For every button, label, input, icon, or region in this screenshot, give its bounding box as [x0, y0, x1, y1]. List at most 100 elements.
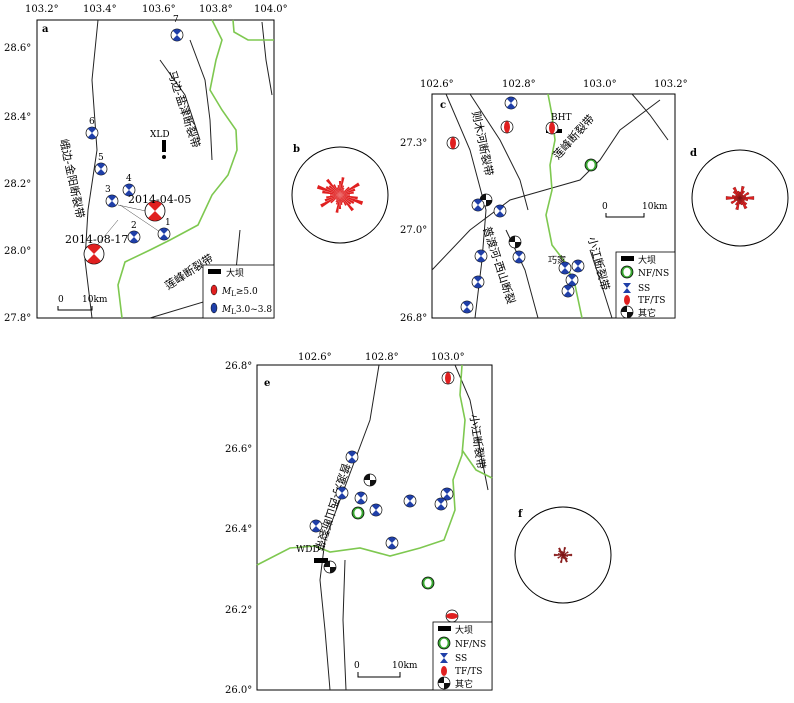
panel-e-tf-2	[445, 609, 459, 623]
panel-c-legend-tf-symbol	[624, 295, 630, 305]
panel-a-legend-m-2: M	[221, 305, 232, 315]
panel-f-circle	[514, 506, 612, 604]
panel-e-legend-ss-symbol	[440, 653, 448, 663]
panel-b-petal	[340, 187, 345, 195]
panel-b-petal	[322, 190, 340, 195]
panel-a-fault-2	[159, 59, 201, 141]
panel-a-date-1: 2014-04-05	[128, 193, 191, 206]
panel-c-fault-label-zemuhe: 则木河断裂带	[469, 110, 496, 177]
panel-a-num-1: 1	[165, 218, 171, 228]
panel-c-ss-10	[565, 273, 579, 287]
panel-e-scale-bar	[357, 672, 401, 678]
panel-c-ss-3	[493, 204, 507, 218]
panel-e-river-1	[256, 364, 466, 566]
panel-c-fault-2	[469, 93, 529, 211]
panel-e-dam-marker	[314, 558, 328, 563]
panel-b-petals	[316, 177, 364, 213]
panel-b-petal	[340, 195, 355, 205]
panel-c-legend-ss: SS	[638, 284, 650, 294]
panel-b-label: b	[293, 144, 300, 155]
panel-a-scale-label: 10km	[82, 295, 108, 305]
panel-c-ss-8	[558, 261, 572, 275]
panel-a-event-6	[85, 126, 99, 140]
panel-c-legend-nf: NF/NS	[638, 269, 669, 279]
panel-e-ot-1	[363, 473, 377, 487]
panel-e-ot-2	[323, 560, 337, 574]
panel-c-fault-3	[431, 99, 661, 271]
panel-c-scale-label: 10km	[642, 202, 668, 212]
panel-c-tf-1	[500, 120, 514, 134]
panel-d-rose: d	[690, 148, 789, 247]
panel-b-petal	[340, 186, 350, 195]
panel-c-tf-2	[446, 136, 460, 150]
panel-b-petal	[324, 195, 340, 202]
panel-a-legend-large-symbol	[210, 284, 218, 296]
panel-a-river-2	[232, 19, 274, 41]
panel-a-frame	[36, 19, 275, 319]
panel-f-petals	[553, 546, 573, 564]
panel-a-station-dot	[162, 155, 166, 159]
panel-e-ss-1	[345, 450, 359, 464]
panel-a-ytick-2: 28.2°	[4, 179, 31, 190]
panel-b-petal	[340, 195, 364, 205]
panel-a-legend-small-symbol	[210, 302, 218, 314]
panel-b-petal	[335, 195, 340, 205]
panel-c-nf-1	[584, 158, 598, 172]
panel-b-petal	[340, 195, 347, 206]
panel-c-ss-4	[512, 250, 526, 264]
panel-c-frame	[431, 93, 676, 319]
panel-a-legend-dam: 大坝	[226, 267, 244, 279]
panel-a-legend-small-value: 3.0~3.8	[236, 305, 272, 315]
panel-a-num-6: 6	[89, 117, 95, 127]
panel-c-legend-ot-symbol	[620, 305, 634, 319]
panel-a: a 103.2° 103.4° 103.6° 103.8° 104.0° 28.…	[4, 4, 288, 324]
panel-c-legend-ss-symbol	[623, 283, 631, 293]
panel-e-fault-2	[342, 559, 347, 691]
panel-a-ytick-4: 27.8°	[4, 313, 31, 324]
panel-a-num-2: 2	[131, 221, 137, 231]
panel-c-ss-1	[504, 96, 518, 110]
panel-b-petal	[340, 191, 354, 195]
panel-f-label: f	[518, 509, 523, 520]
panel-e-station-label: WDD	[296, 545, 320, 555]
panel-e-label: e	[264, 378, 270, 389]
panel-e-xtick-0: 102.6°	[298, 352, 332, 363]
panel-c-station-label: BHT	[551, 113, 571, 123]
panel-b-petal	[340, 177, 345, 195]
panel-e-scale-label: 10km	[392, 661, 418, 671]
panel-e-legend-dam: 大坝	[455, 624, 473, 636]
panel-e-ss-4	[369, 503, 383, 517]
panel-a-leader-1	[93, 219, 119, 250]
panel-b-petal	[340, 188, 356, 195]
panel-b-petal	[325, 185, 340, 195]
panel-e-ss-7	[434, 497, 448, 511]
panel-e-ytick-1: 26.6°	[225, 444, 252, 455]
panel-e-ytick-3: 26.2°	[225, 605, 252, 616]
panel-c-fault-label-xiaojiang: 小江断裂带	[585, 235, 613, 292]
panel-a-fault-1	[84, 19, 99, 319]
panel-b-petal	[320, 195, 340, 208]
panel-c-ytick-0: 27.3°	[400, 138, 427, 149]
panel-c-label: c	[440, 100, 446, 111]
panel-e-xtick-2: 103.0°	[431, 352, 465, 363]
panel-c-ytick-1: 27.0°	[400, 225, 427, 236]
panel-c-legend-tf: TF/TS	[638, 296, 665, 306]
panel-b-petal	[338, 181, 342, 195]
panel-a-ytick-0: 28.6°	[4, 43, 31, 54]
panel-c-fault-6	[631, 93, 669, 141]
panel-e-river-2	[461, 449, 493, 479]
panel-e-ss-9	[385, 536, 399, 550]
panel-c-legend-other: 其它	[638, 307, 656, 319]
panel-b-petal	[328, 185, 340, 195]
panel-a-leader-3	[119, 204, 164, 235]
panel-a-ytick-1: 28.4°	[4, 112, 31, 123]
panel-b-circle	[291, 146, 389, 244]
panel-e-ytick-0: 26.8°	[225, 361, 252, 372]
panel-e-legend-nf-symbol	[437, 636, 451, 650]
panel-e-legend-ss: SS	[455, 654, 467, 664]
panel-c-ss-7	[460, 300, 474, 314]
panel-e-ss-5	[403, 494, 417, 508]
panel-d-petals	[725, 185, 755, 211]
panel-e-legend-dam-symbol	[438, 626, 451, 631]
panel-b-petal	[335, 195, 340, 213]
